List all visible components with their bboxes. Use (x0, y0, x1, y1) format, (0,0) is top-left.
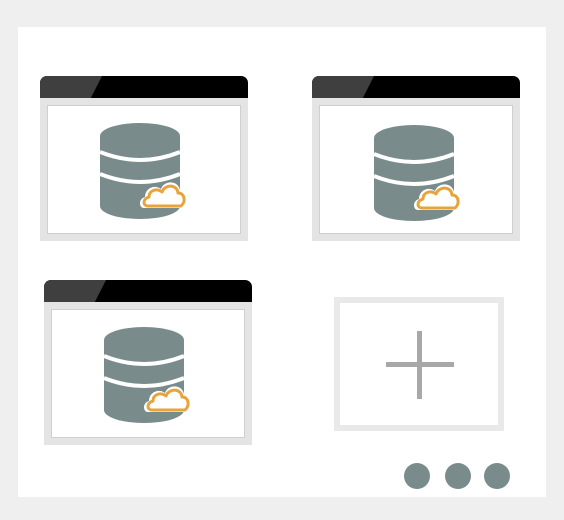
window-titlebar (312, 76, 520, 98)
database-window-3[interactable] (44, 280, 252, 445)
database-cloud-icon (374, 125, 462, 221)
window-titlebar (40, 76, 248, 98)
add-tile-content (340, 303, 498, 425)
window-content (47, 105, 241, 234)
window-tab (44, 280, 106, 302)
dot-1 (404, 463, 430, 489)
window-tab (40, 76, 102, 98)
plus-icon (386, 331, 454, 399)
database-instances-panel (18, 27, 546, 497)
dot-2 (445, 463, 471, 489)
window-tab (312, 76, 374, 98)
database-cloud-icon (104, 327, 192, 423)
more-dots-icon[interactable] (404, 463, 514, 491)
database-window-2[interactable] (312, 76, 520, 241)
window-content (319, 105, 513, 234)
window-content (51, 309, 245, 438)
window-frame (312, 98, 520, 241)
database-cloud-icon (100, 123, 188, 219)
dot-3 (484, 463, 510, 489)
database-window-1[interactable] (40, 76, 248, 241)
window-frame (44, 302, 252, 445)
add-database-button[interactable] (334, 297, 504, 431)
window-titlebar (44, 280, 252, 302)
window-frame (40, 98, 248, 241)
